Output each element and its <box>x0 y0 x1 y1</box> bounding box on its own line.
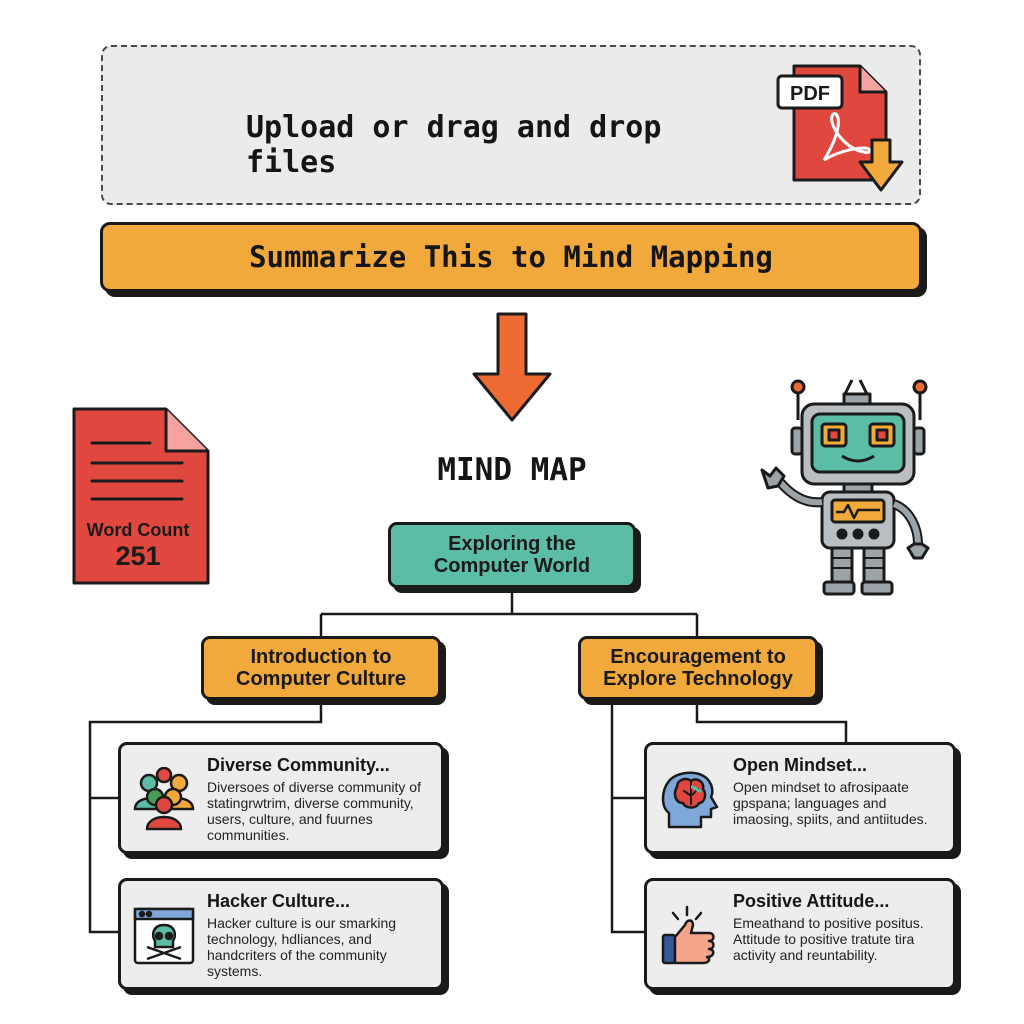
root-node-line-2: Computer World <box>433 555 591 577</box>
card-body: Hacker culture is our smarking technolog… <box>207 915 397 979</box>
card-title: Open Mindset... <box>733 755 868 775</box>
card-title: Diverse Community... <box>207 755 390 775</box>
branch-node-line-2: Explore Technology <box>603 668 793 690</box>
card-body: Diversoes of diverse community of statin… <box>207 779 421 843</box>
robot-icon <box>760 379 930 596</box>
leaf-card-diverse-community[interactable]: Diverse Community... Diversoes of divers… <box>118 742 444 854</box>
card-body: Emeathand to positive positus. Attitude … <box>733 915 924 963</box>
thumbs-up-icon <box>661 905 715 965</box>
pdf-file-icon: PDF <box>776 64 904 192</box>
upload-label: Upload or drag and drop files <box>246 110 662 180</box>
card-title: Positive Attitude... <box>733 891 890 911</box>
branch-node-computer-culture[interactable]: Introduction to Computer Culture <box>201 636 441 700</box>
pdf-badge-text: PDF <box>790 83 830 105</box>
word-count-value: 251 <box>115 541 161 571</box>
leaf-card-open-mindset[interactable]: Open Mindset... Open mindset to afrosipa… <box>644 742 956 854</box>
leaf-card-positive-attitude[interactable]: Positive Attitude... Emeathand to positi… <box>644 878 956 990</box>
people-group-icon <box>133 767 195 831</box>
card-title: Hacker Culture... <box>207 891 351 911</box>
arrow-down-icon <box>472 312 552 422</box>
mind-map-root-node[interactable]: Exploring the Computer World <box>388 522 636 588</box>
root-node-line-1: Exploring the <box>448 533 576 555</box>
branch-node-explore-technology[interactable]: Encouragement to Explore Technology <box>578 636 818 700</box>
mind-map-title: MIND MAP <box>437 452 587 488</box>
document-icon <box>72 407 210 585</box>
branch-node-line-1: Introduction to <box>250 646 392 668</box>
card-body: Open mindset to afrosipaate gpspana; lan… <box>733 779 928 827</box>
word-count-label: Word Count <box>86 520 190 540</box>
branch-node-line-1: Encouragement to <box>610 646 786 668</box>
file-drop-zone[interactable] <box>101 45 921 205</box>
brain-head-icon <box>661 771 719 829</box>
leaf-card-hacker-culture[interactable]: Hacker Culture... Hacker culture is our … <box>118 878 444 990</box>
skull-window-icon <box>133 907 195 965</box>
branch-node-line-2: Computer Culture <box>236 668 406 690</box>
summarize-button[interactable]: Summarize This to Mind Mapping <box>100 222 922 292</box>
